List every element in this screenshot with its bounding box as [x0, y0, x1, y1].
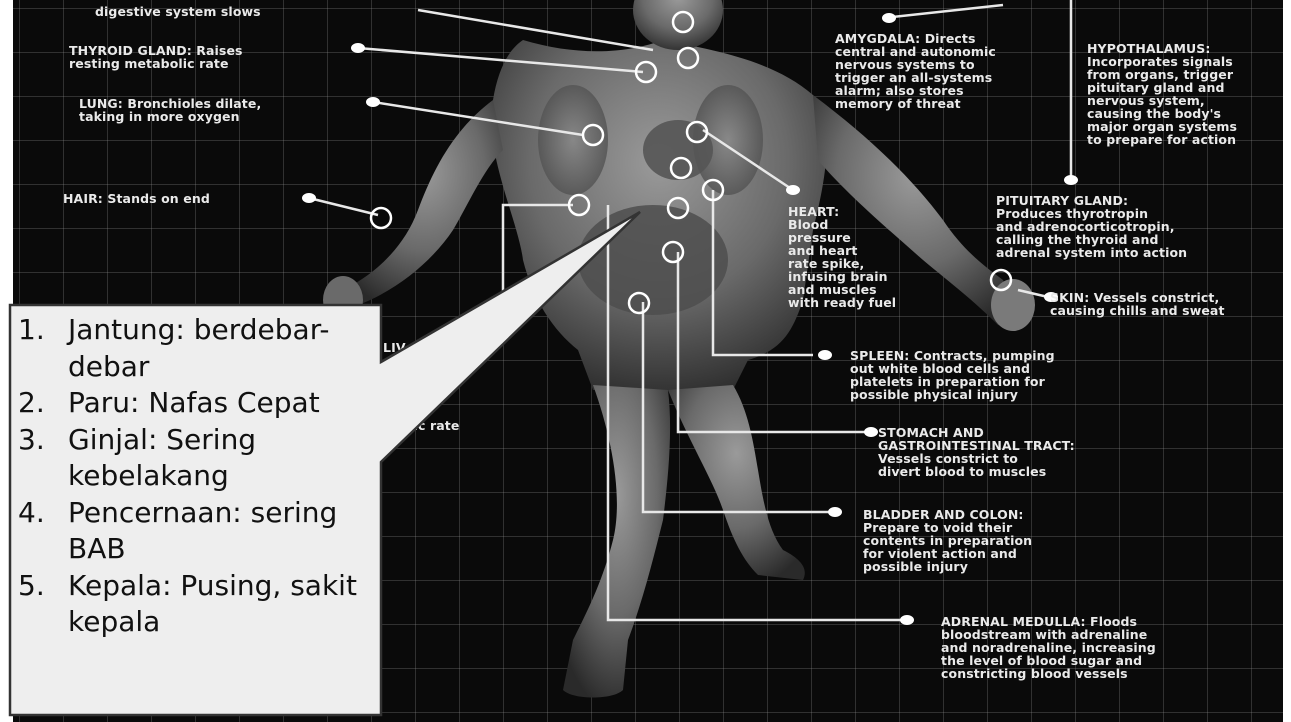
list-item-text: Jantung: berdebar-debar — [68, 313, 330, 383]
spleen-label: SPLEEN: Contracts, pumping out white blo… — [850, 349, 1055, 401]
list-item-text: Ginjal: Sering kebelakang — [68, 423, 256, 493]
list-item: 3.Ginjal: Sering kebelakang — [18, 422, 378, 495]
list-item-text: Paru: Nafas Cepat — [68, 386, 320, 419]
pituitary-gland-label: PITUITARY GLAND: Produces thyrotropin an… — [996, 194, 1187, 259]
list-item: 4.Pencernaan: sering BAB — [18, 495, 378, 568]
list-item-text: Pencernaan: sering BAB — [68, 496, 337, 566]
amygdala-label: AMYGDALA: Directs central and autonomic … — [835, 32, 996, 110]
liver-label: LIV ns own for energy p up higher abolic… — [383, 341, 459, 432]
hair-label: HAIR: Stands on end — [63, 192, 210, 205]
digestive-label: digestive system slows — [95, 5, 261, 18]
list-item: 5.Kepala: Pusing, sakit kepala — [18, 568, 378, 641]
skin-label: SKIN: Vessels constrict, causing chills … — [1050, 291, 1225, 317]
list-item: 2.Paru: Nafas Cepat — [18, 385, 378, 422]
stomach-label: STOMACH AND GASTROINTESTINAL TRACT: Vess… — [878, 426, 1075, 478]
list-item-text: Kepala: Pusing, sakit kepala — [68, 569, 357, 639]
adrenal-medulla-label: ADRENAL MEDULLA: Floods bloodstream with… — [941, 615, 1156, 680]
thyroid-gland-label: THYROID GLAND: Raises resting metabolic … — [69, 44, 243, 70]
bladder-colon-label: BLADDER AND COLON: Prepare to void their… — [863, 508, 1032, 573]
heart-label: HEART: Blood pressure and heart rate spi… — [788, 205, 896, 309]
symptom-list: 1.Jantung: berdebar-debar 2.Paru: Nafas … — [18, 312, 378, 641]
lung-label: LUNG: Bronchioles dilate, taking in more… — [79, 97, 261, 123]
hypothalamus-label: HYPOTHALAMUS: Incorporates signals from … — [1087, 42, 1237, 146]
list-item: 1.Jantung: berdebar-debar — [18, 312, 378, 385]
